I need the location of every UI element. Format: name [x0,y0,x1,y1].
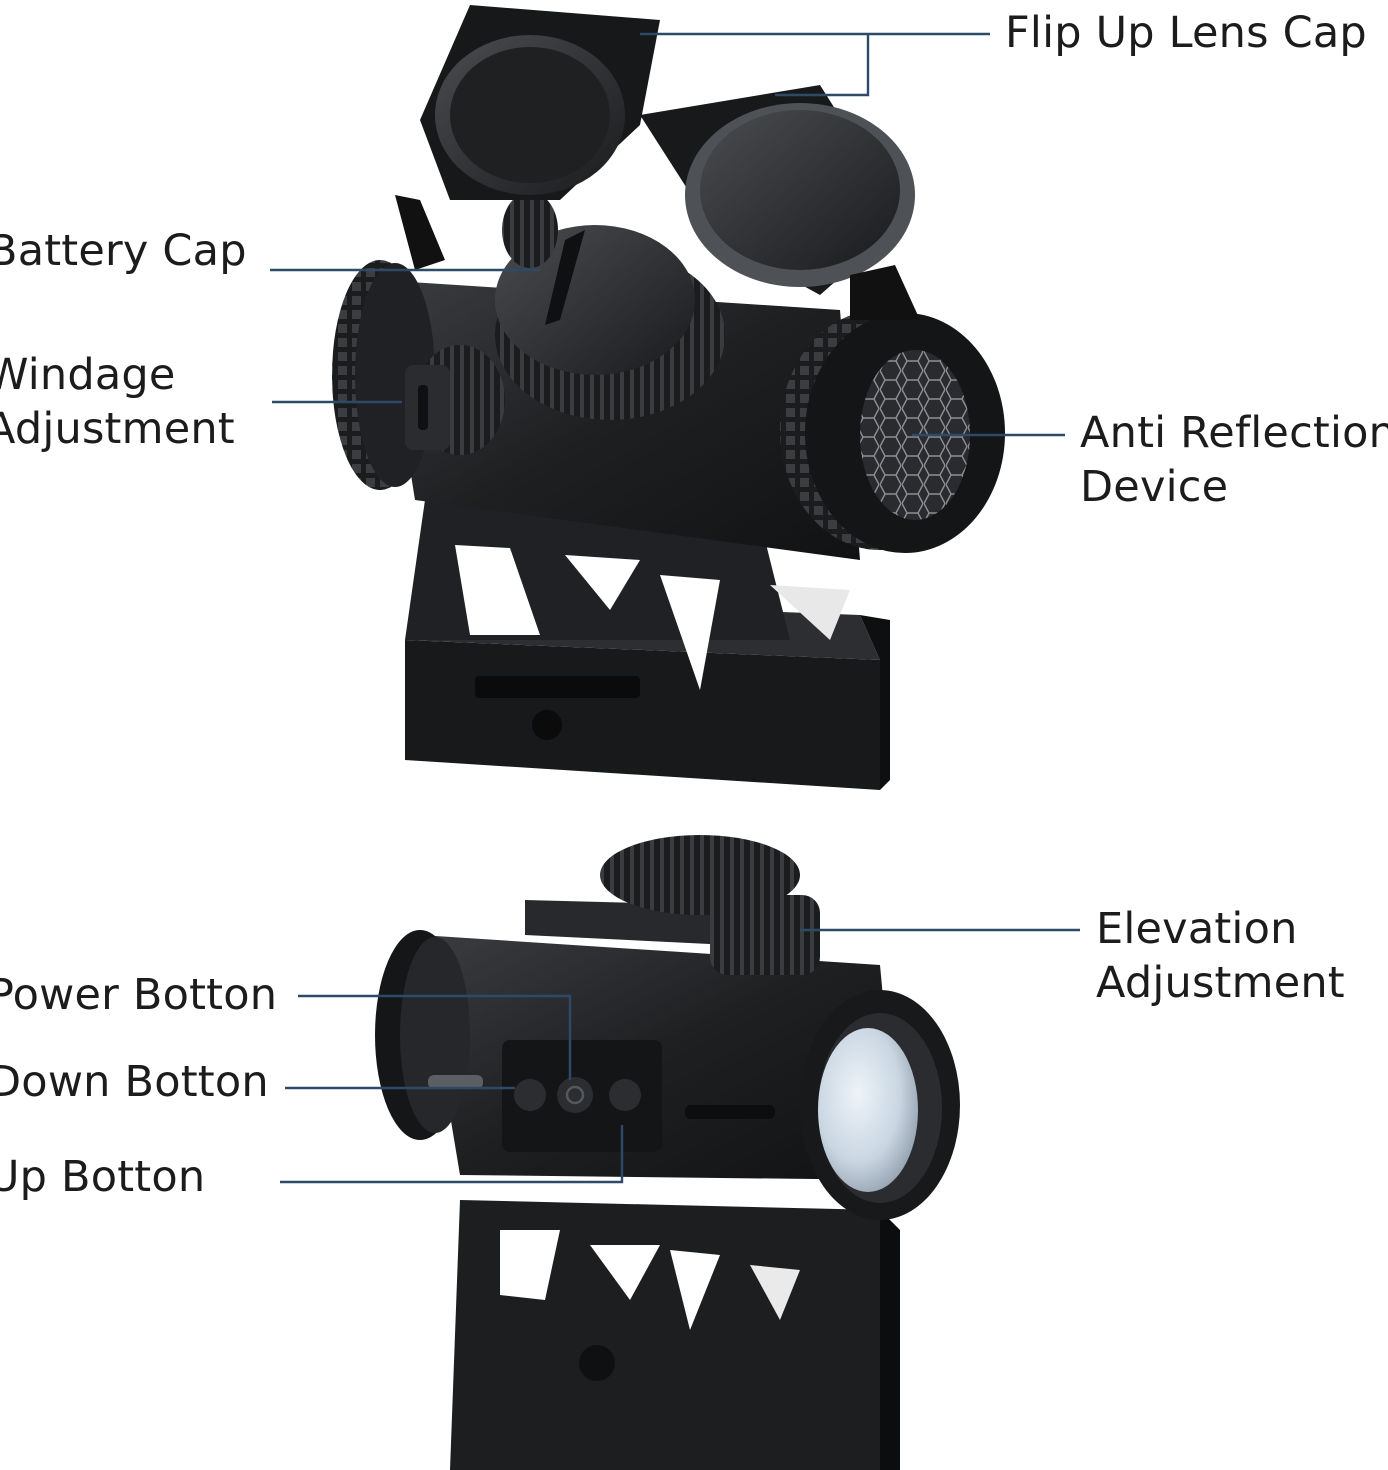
label-power-button: Power Botton [0,968,277,1022]
label-flip-up-lens-cap-text: Flip Up Lens Cap [1005,8,1367,58]
label-windage-line-1: Windage [0,350,176,400]
label-elevation-adjustment: Elevation Adjustment [1096,902,1345,1010]
label-flip-up-lens-cap: Flip Up Lens Cap [1005,6,1367,60]
label-battery-cap: Battery Cap [0,224,247,278]
leader-up-button [280,1125,624,1184]
label-elevation-line-2: Adjustment [1096,958,1345,1008]
leader-flip-up-lens-cap-branch [775,34,870,97]
top-sight-illustration [332,5,1005,790]
label-anti-reflection-line-1: Anti Reflection [1080,408,1388,458]
label-anti-reflection-device: Anti Reflection Device [1080,406,1388,514]
leader-lines [270,32,1080,1184]
label-elevation-line-1: Elevation [1096,904,1298,954]
label-power-button-text: Power Botton [0,970,278,1020]
label-anti-reflection-line-2: Device [1080,462,1229,512]
label-up-button-text: Up Botton [0,1152,206,1202]
leader-power-button [298,994,572,1080]
label-battery-cap-text: Battery Cap [0,226,247,276]
label-up-button: Up Botton [0,1150,205,1204]
label-down-button: Down Botton [0,1055,269,1109]
label-down-button-text: Down Botton [0,1057,269,1107]
label-windage-line-2: Adjustment [0,404,235,454]
label-windage-adjustment: Windage Adjustment [0,348,235,456]
